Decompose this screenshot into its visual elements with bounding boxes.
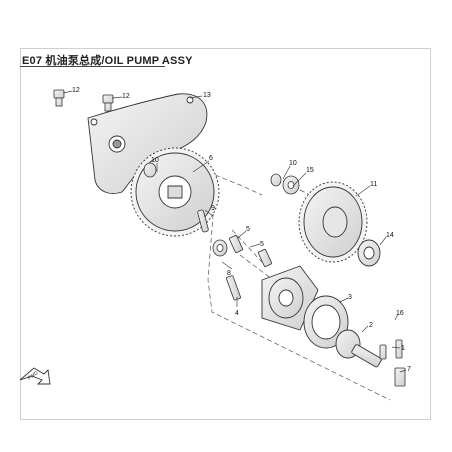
callout-8: 8 xyxy=(227,270,231,277)
callout-9: 9 xyxy=(211,205,215,212)
callout-6: 6 xyxy=(209,155,213,162)
small-washer-part xyxy=(212,239,228,257)
inner-rotor-part xyxy=(335,329,382,368)
callout-labels: 12 12 13 6 10 10 15 11 9 5 5 8 14 4 3 16… xyxy=(72,87,411,373)
fwd-label: FWD xyxy=(27,370,40,382)
bearing-part xyxy=(357,239,381,267)
callout-12a: 12 xyxy=(72,87,80,94)
pump-body-part xyxy=(261,265,319,331)
callout-5a: 5 xyxy=(246,226,250,233)
bolt-part xyxy=(53,89,114,112)
callout-16: 16 xyxy=(396,310,404,317)
title-underline xyxy=(20,66,165,67)
diagram-frame xyxy=(20,48,431,420)
long-bolt-part xyxy=(225,275,241,301)
pump-shaft-part xyxy=(379,339,406,387)
callout-10a: 10 xyxy=(151,157,159,164)
screw-part xyxy=(228,234,273,268)
callout-7: 7 xyxy=(407,366,411,373)
dowel-pin-part xyxy=(197,209,209,233)
leader-lines xyxy=(62,90,407,373)
fwd-arrow: FWD xyxy=(19,367,51,385)
callout-15: 15 xyxy=(306,167,314,174)
cover-plate-part xyxy=(87,93,208,194)
callout-11: 11 xyxy=(370,181,377,188)
callout-4: 4 xyxy=(235,310,239,317)
outer-rotor-part xyxy=(303,295,349,349)
callout-10b: 10 xyxy=(289,160,297,167)
callout-5b: 5 xyxy=(260,241,264,248)
callout-1: 1 xyxy=(401,345,405,352)
drive-gear-part xyxy=(298,181,368,263)
callout-13: 13 xyxy=(203,92,211,99)
diagram-title: E07 机油泵总成/OIL PUMP ASSY xyxy=(22,55,193,67)
callout-2: 2 xyxy=(369,322,373,329)
callout-12b: 12 xyxy=(122,93,130,100)
callout-14: 14 xyxy=(386,232,394,239)
callout-3: 3 xyxy=(348,294,352,301)
